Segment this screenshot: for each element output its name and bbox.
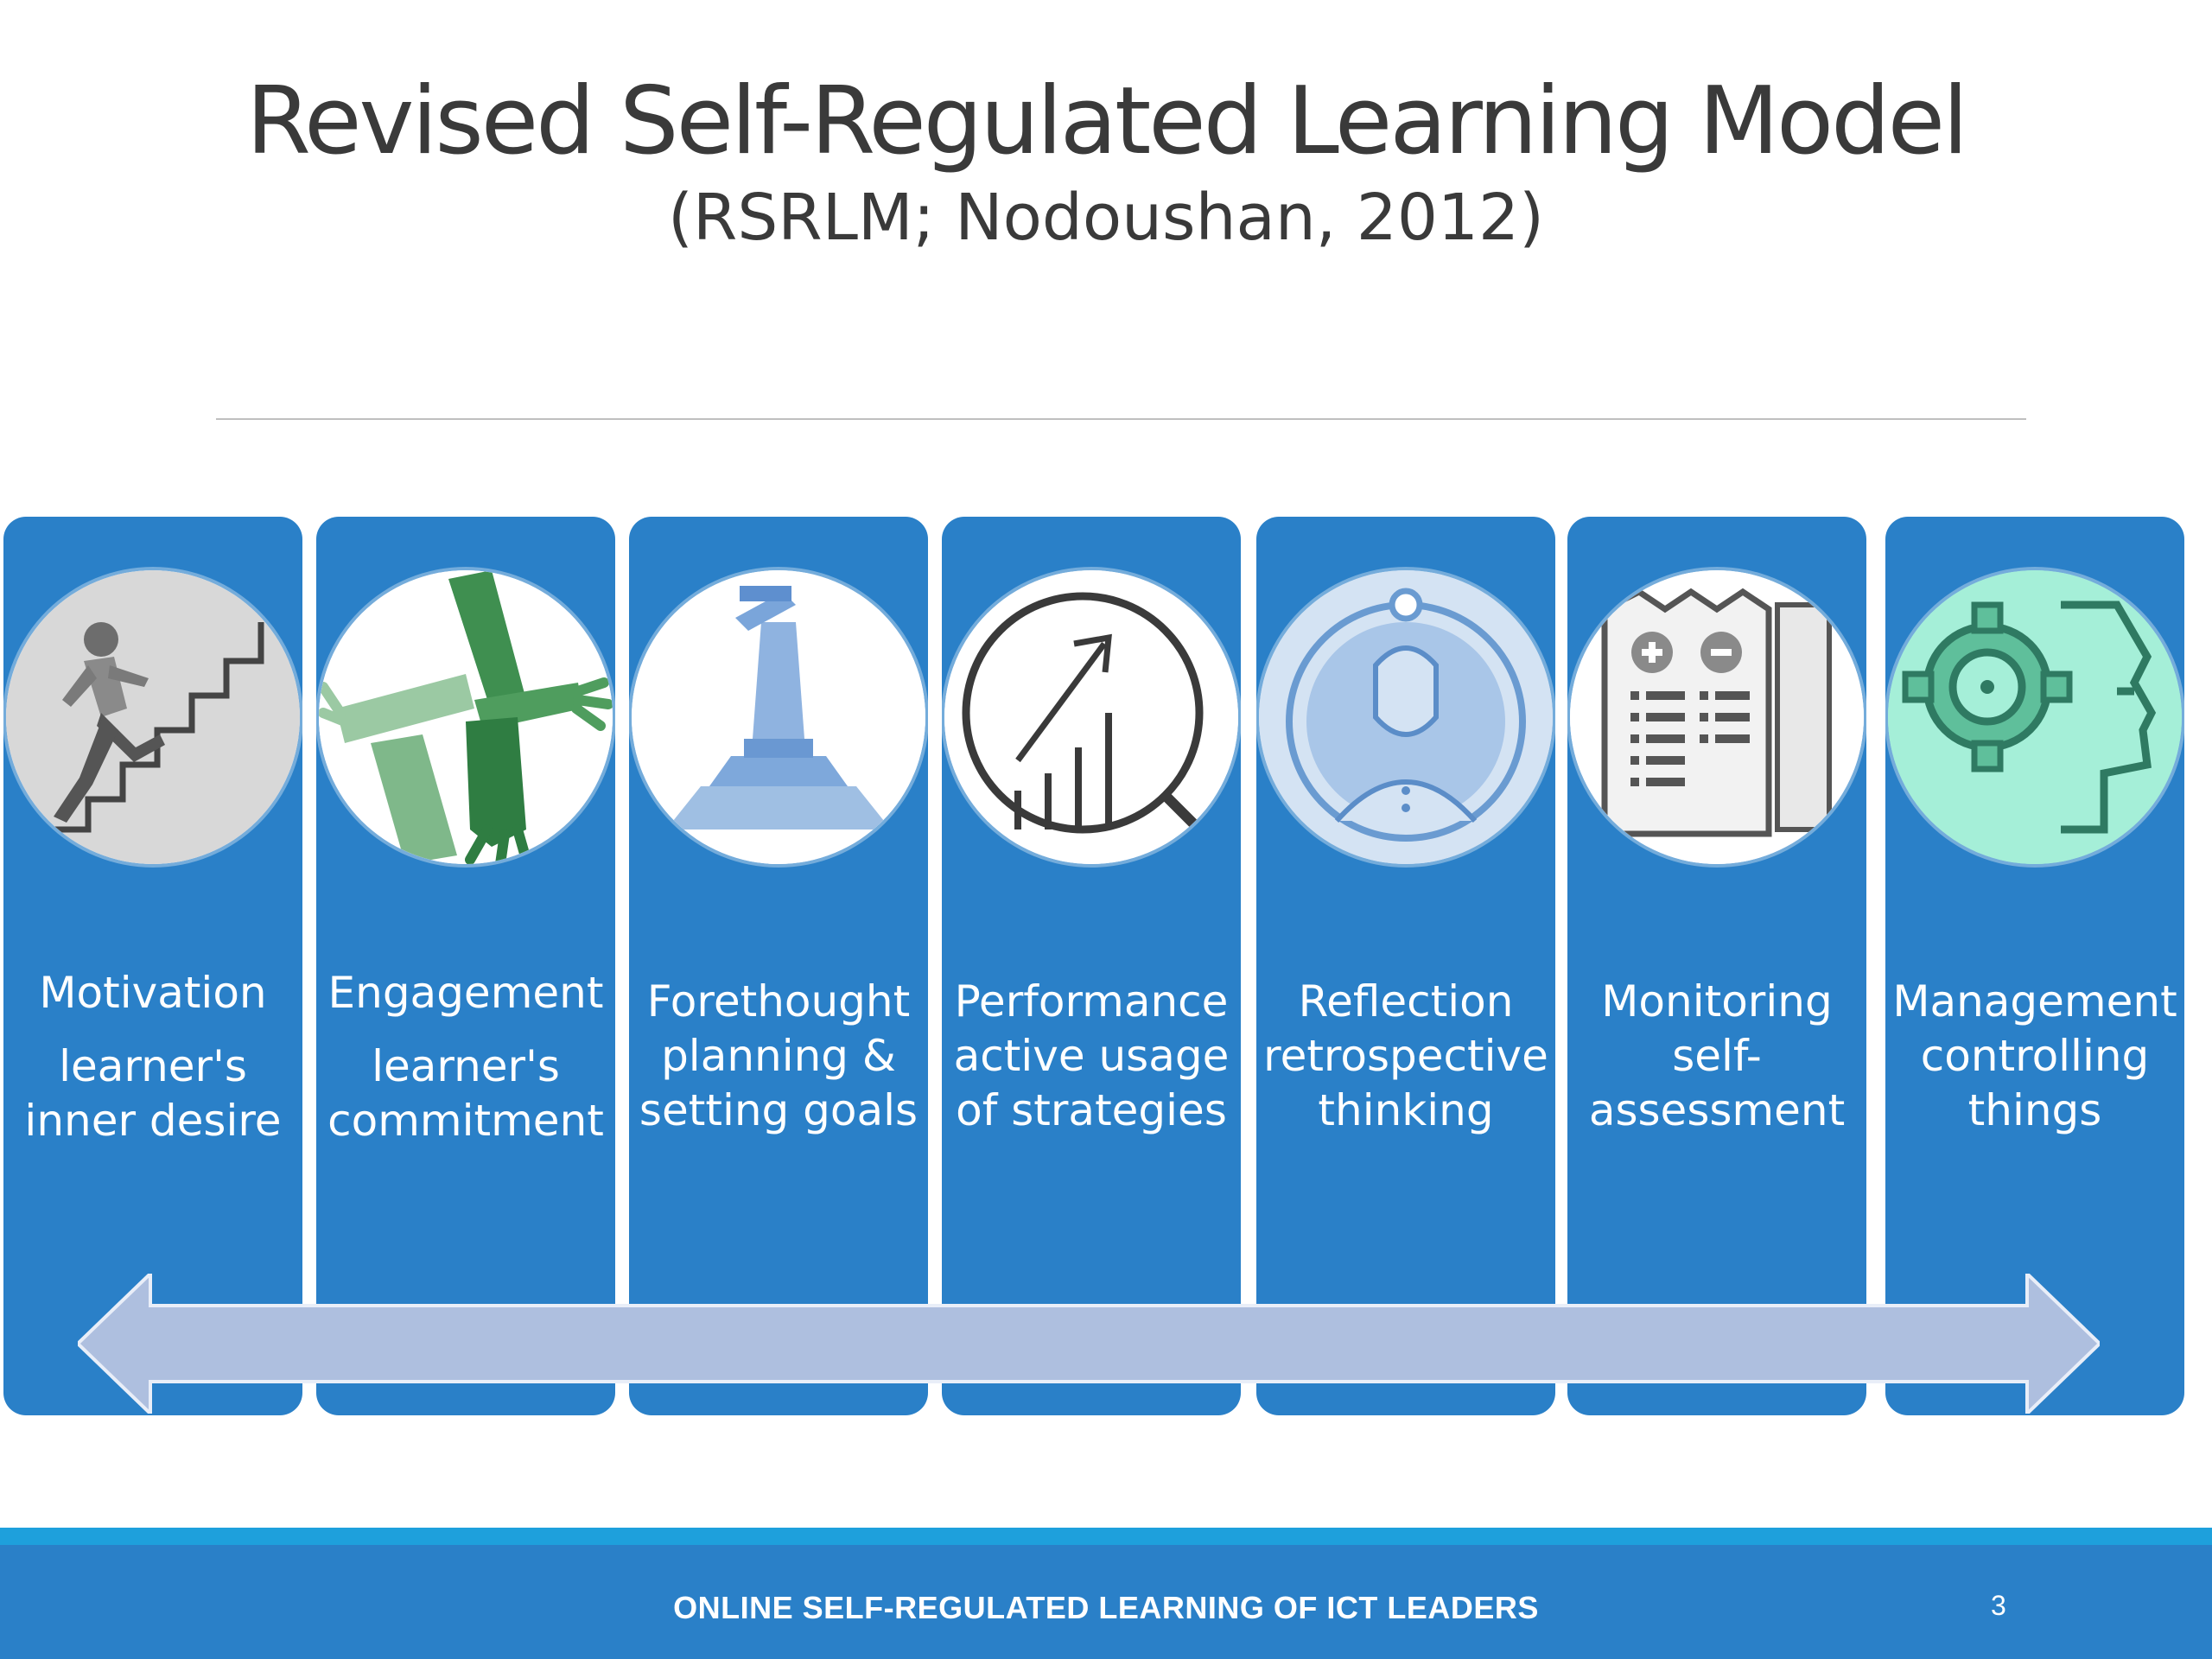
stage-label-motivation: Motivation learner's inner desire xyxy=(3,966,302,1148)
joined-hands-icon xyxy=(319,570,613,864)
stage-panel-engagement: Engagement learner's commitment xyxy=(316,517,615,1415)
stage-panel-monitoring: Monitoring self- assessment xyxy=(1567,517,1866,1415)
stage-panel-forethought: Forethought planning & setting goals xyxy=(629,517,928,1415)
stage-panel-motivation: Motivation learner's inner desire xyxy=(3,517,302,1415)
stage-description: retrospective thinking xyxy=(1263,1031,1548,1135)
footer-accent-bar xyxy=(0,1528,2212,1545)
model-stages: Motivation learner's inner desire Engage… xyxy=(0,517,2212,1415)
stage-description: learner's commitment xyxy=(327,1041,604,1146)
stage-name: Engagement xyxy=(327,968,604,1018)
page-number: 3 xyxy=(1991,1590,2006,1621)
stage-name: Forethought xyxy=(646,976,911,1027)
stage-description-line-1: self- xyxy=(1672,1031,1762,1081)
stage-description: planning & setting goals xyxy=(639,1031,918,1135)
slide-subtitle: (RSRLM; Nodoushan, 2012) xyxy=(668,181,1544,255)
stage-panel-management: Management controlling things xyxy=(1885,517,2184,1415)
stage-description-line-2: assessment xyxy=(1588,1085,1846,1135)
stage-label-forethought: Forethought planning & setting goals xyxy=(629,975,928,1138)
stage-label-reflection: Reflection retrospective thinking xyxy=(1256,975,1555,1138)
footer-bar xyxy=(0,1545,2212,1659)
stairs-climber-icon xyxy=(6,570,300,864)
stage-label-engagement: Engagement learner's commitment xyxy=(316,966,615,1148)
stage-name: Performance xyxy=(954,976,1229,1027)
plus-minus-checklist-icon xyxy=(1570,570,1864,864)
stage-description: controlling things xyxy=(1920,1031,2150,1135)
gear-head-icon xyxy=(1888,570,2182,864)
stage-panel-performance: Performance active usage of strategies xyxy=(942,517,1241,1415)
stage-description: learner's inner desire xyxy=(24,1041,282,1146)
double-arrow-icon xyxy=(78,1274,2100,1414)
stage-name: Motivation xyxy=(39,968,267,1018)
stage-name: Reflection xyxy=(1298,976,1514,1027)
growth-chart-magnifier-icon xyxy=(944,570,1238,864)
stage-name: Management xyxy=(1892,976,2177,1027)
lookout-on-pedestal-icon xyxy=(632,570,925,864)
stage-panel-reflection: Reflection retrospective thinking xyxy=(1256,517,1555,1415)
stage-label-management: Management controlling things xyxy=(1885,975,2184,1138)
title-divider xyxy=(216,418,2026,420)
stage-name: Monitoring xyxy=(1601,976,1833,1027)
slide-title: Revised Self-Regulated Learning Model xyxy=(245,67,1968,175)
person-cycle-icon xyxy=(1259,570,1553,864)
stage-label-performance: Performance active usage of strategies xyxy=(942,975,1241,1138)
stage-description: active usage of strategies xyxy=(953,1031,1230,1135)
footer-title: ONLINE SELF-REGULATED LEARNING OF ICT LE… xyxy=(673,1590,1539,1625)
stage-label-monitoring: Monitoring self- assessment xyxy=(1567,975,1866,1138)
